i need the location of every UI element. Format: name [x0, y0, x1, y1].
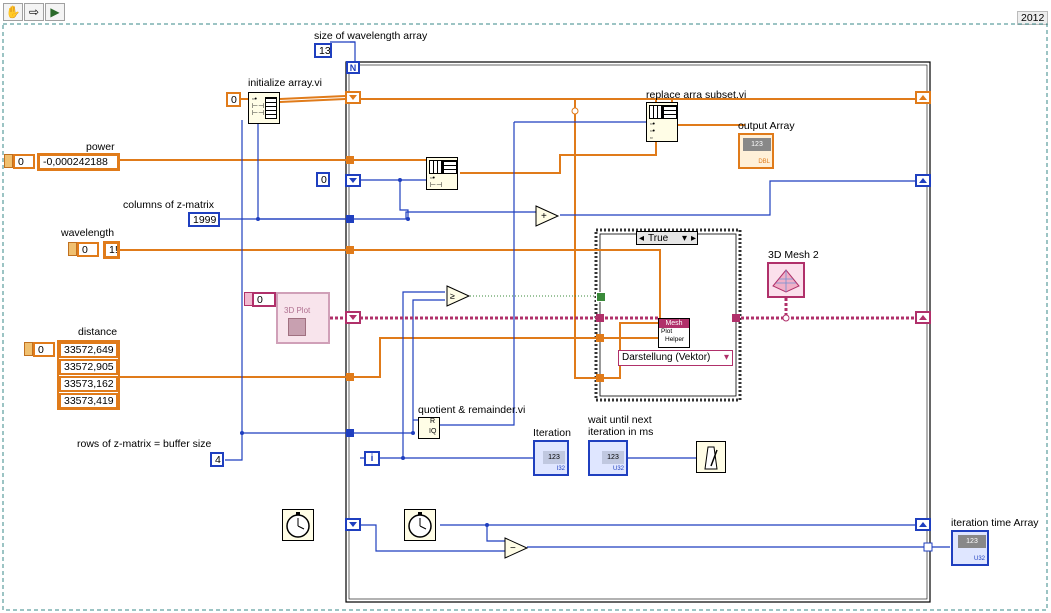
columns-z-label: columns of z-matrix [123, 199, 215, 211]
distance-element[interactable]: 33572,905 [59, 359, 118, 375]
hand-tool-button[interactable]: ✋ [3, 3, 23, 21]
size-of-wavelength-label: size of wavelength array [314, 30, 428, 42]
hand-icon: ✋ [5, 5, 21, 19]
3d-mesh-indicator [767, 262, 805, 298]
case-structure [594, 228, 742, 402]
distance-index-arrows[interactable] [24, 342, 33, 356]
case-selector[interactable]: ◂ True ▾ ▸ [636, 231, 698, 245]
svg-text:≥: ≥ [450, 291, 455, 301]
initialize-array-label: initialize array.vi [248, 77, 322, 89]
replace-subset-node[interactable]: ▫•▫•▫ [646, 102, 678, 142]
wavelength-index[interactable]: 0 [77, 242, 99, 257]
stopwatch-icon [286, 512, 310, 538]
wavelength-index-arrows[interactable] [68, 242, 77, 256]
mesh-plot-helper-node[interactable]: Mesh Plot Helper [658, 318, 690, 348]
svg-text:−: − [510, 543, 516, 554]
shift-init-constant[interactable]: 0 [316, 172, 330, 187]
distance-label: distance [78, 326, 118, 338]
run-arrow-icon: ▶ [50, 5, 60, 19]
power-index-arrows[interactable] [4, 154, 13, 168]
distance-array[interactable]: 33572,649 33572,905 33573,162 33573,419 [57, 340, 120, 410]
wavelength-label: wavelength [61, 227, 115, 239]
iteration-time-indicator: 123 U32 [951, 530, 989, 566]
3d-plot-cube-icon [288, 318, 306, 336]
run-tool-button[interactable]: ▶ [45, 3, 65, 21]
iteration-terminal: i [364, 451, 380, 466]
greater-equal-node [446, 285, 471, 307]
arrow-tool-button[interactable]: ⇨ [24, 3, 44, 21]
wait-until-next-ms-node[interactable] [696, 441, 726, 473]
power-value[interactable]: -0,000242188 [37, 153, 120, 171]
initialize-constant[interactable]: 0 [226, 92, 241, 107]
power-label: power [86, 141, 115, 153]
build-array-node[interactable]: ▫•⊢⊣ [426, 157, 458, 190]
tick-count-outside[interactable] [282, 509, 314, 541]
distance-element[interactable]: 33573,419 [59, 393, 118, 409]
enum-dropdown-icon[interactable]: ▾ [723, 352, 729, 363]
3d-mesh-label: 3D Mesh 2 [768, 249, 819, 261]
wait-ms-control[interactable]: 123 U32 [588, 440, 628, 476]
case-next-icon[interactable]: ▸ [690, 233, 696, 244]
power-index[interactable]: 0 [13, 154, 35, 169]
columns-z-control[interactable]: 1999 [188, 212, 220, 227]
rows-z-label: rows of z-matrix = buffer size [77, 438, 212, 450]
quotient-label: quotient & remainder.vi [418, 404, 526, 416]
3d-plot-control[interactable]: 3D Plot [276, 292, 330, 344]
stopwatch-icon [408, 512, 432, 538]
for-loop [345, 61, 931, 603]
iteration-indicator: 123 I32 [533, 440, 569, 476]
distance-element[interactable]: 33573,162 [59, 376, 118, 392]
initialize-array-node[interactable]: ▫•⊢⊣⊢⊣ [248, 92, 280, 124]
plot-index[interactable]: 0 [252, 292, 276, 307]
diagram-border [2, 23, 1048, 611]
metronome-icon [704, 446, 718, 470]
iteration-time-label: iteration time Array [951, 517, 1039, 529]
add-node [535, 205, 560, 227]
arrow-icon: ⇨ [28, 5, 40, 19]
tick-count-inside[interactable] [404, 509, 436, 541]
wavelength-value[interactable]: 1! [103, 241, 120, 259]
case-menu-icon[interactable]: ▾ [681, 233, 687, 244]
iteration-label: Iteration [533, 427, 571, 439]
loop-count-terminal: N [346, 61, 360, 74]
case-prev-icon[interactable]: ◂ [639, 233, 645, 244]
size-of-wavelength-constant[interactable]: 13 [314, 43, 332, 58]
plot-index-arrows[interactable] [244, 292, 253, 306]
svg-text:+: + [541, 211, 547, 222]
distance-element[interactable]: 33572,649 [59, 342, 118, 358]
output-array-indicator: 123 DBL [738, 133, 774, 169]
replace-subset-label: replace arra subset.vi [646, 89, 747, 101]
subtract-node [504, 537, 529, 559]
rows-z-control[interactable]: 4 [210, 452, 224, 467]
darstellung-enum[interactable]: Darstellung (Vektor) ▾ [618, 350, 733, 366]
case-selector-terminal [596, 292, 606, 302]
output-array-label: output Array [738, 120, 795, 132]
distance-index[interactable]: 0 [33, 342, 55, 357]
quotient-remainder-node[interactable]: R IQ [418, 417, 440, 439]
mesh-surface-icon [772, 269, 800, 293]
wait-until-label: wait until next iteration in ms [588, 414, 654, 438]
